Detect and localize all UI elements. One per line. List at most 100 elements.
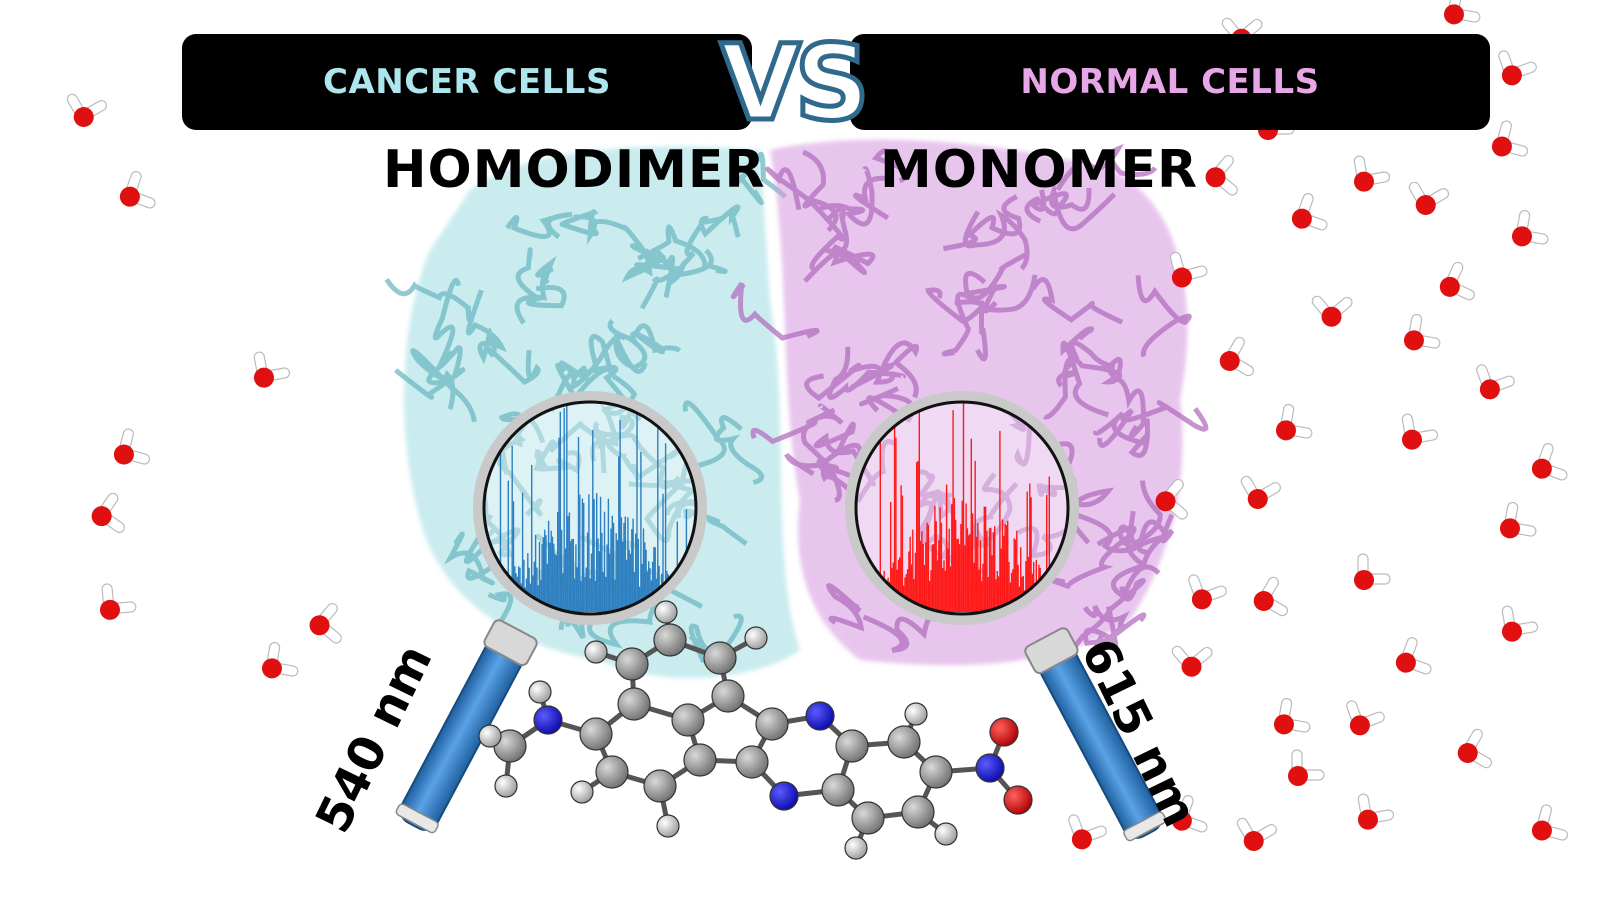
water-molecule — [1531, 443, 1568, 481]
water-molecule — [113, 428, 151, 465]
protein-ribbon — [463, 513, 513, 565]
fluorescent-probe-molecule — [478, 600, 1033, 860]
protein-ribbon — [826, 346, 906, 400]
oxygen-atom — [989, 717, 1019, 747]
protein-ribbon — [1024, 189, 1069, 224]
protein-ribbon — [858, 386, 916, 424]
water-molecule — [309, 602, 342, 644]
water-molecule — [1353, 155, 1391, 192]
water-molecule — [1443, 0, 1481, 25]
water-molecule — [1240, 475, 1282, 509]
protein-ribbon — [607, 318, 648, 374]
hydrogen-atom — [654, 600, 678, 624]
protein-ribbon — [666, 216, 714, 286]
protein-ribbon — [394, 345, 466, 400]
protein-ribbon — [1093, 411, 1151, 458]
magnifier-lens-left — [473, 391, 707, 625]
water-molecule — [1357, 793, 1395, 830]
protein-ribbon — [1042, 356, 1123, 420]
water-molecule — [1491, 120, 1529, 157]
protein-ribbon — [629, 323, 682, 355]
carbon-atom — [617, 687, 651, 721]
hydrogen-atom — [744, 626, 768, 650]
magnifier-lens-right — [845, 391, 1079, 625]
water-molecule — [1501, 605, 1539, 642]
protein-ribbon — [941, 270, 987, 357]
carbon-atom — [595, 755, 629, 789]
protein-ribbon — [1096, 519, 1171, 556]
protein-ribbon — [1082, 604, 1130, 650]
hydrogen-atom — [494, 774, 518, 798]
carbon-atom — [643, 769, 677, 803]
protein-ribbon — [1060, 326, 1110, 418]
water-molecule — [1531, 804, 1569, 841]
water-molecule — [1499, 501, 1537, 539]
water-molecule — [253, 351, 291, 388]
protein-ribbon — [1030, 277, 1124, 325]
protein-ribbon — [590, 374, 638, 462]
carbon-atom — [755, 707, 789, 741]
water-molecule — [1236, 817, 1278, 851]
water-molecule — [1253, 576, 1289, 617]
water-molecules — [66, 0, 1569, 851]
protein-ribbon — [598, 431, 682, 482]
carbon-atom — [671, 703, 705, 737]
protein-ribbon — [750, 403, 844, 445]
nitrogen-atom — [769, 781, 799, 811]
carbon-atom — [919, 755, 953, 789]
protein-ribbon — [730, 281, 820, 341]
carbon-atom — [821, 773, 855, 807]
protein-ribbon — [514, 255, 557, 325]
water-molecule — [1171, 645, 1213, 677]
water-molecule — [91, 492, 126, 533]
water-molecule — [1403, 313, 1441, 351]
protein-ribbon — [1117, 480, 1163, 548]
banner-cancer-cells: CANCER CELLS — [182, 34, 752, 130]
protein-ribbon — [515, 247, 567, 309]
protein-ribbon — [465, 289, 507, 365]
water-molecule — [66, 93, 108, 127]
water-molecule — [1275, 403, 1313, 441]
protein-ribbon — [804, 362, 896, 402]
water-molecule — [1354, 553, 1391, 590]
protein-ribbon — [802, 149, 846, 272]
oxygen-atom — [1003, 785, 1033, 815]
magnifier-handle-left — [395, 619, 538, 834]
water-molecule — [1273, 697, 1311, 735]
water-molecule — [1169, 251, 1208, 288]
protein-ribbon — [713, 415, 765, 485]
monomer-label: MONOMER — [880, 140, 1198, 200]
nitrogen-atom — [533, 705, 563, 735]
carbon-atom — [887, 725, 921, 759]
protein-ribbon — [813, 421, 877, 487]
protein-ribbon — [862, 614, 936, 653]
water-molecule — [99, 583, 137, 620]
water-molecule — [1219, 336, 1255, 377]
nitrogen-atom — [975, 753, 1005, 783]
protein-ribbon — [485, 335, 541, 386]
carbon-atom — [901, 795, 935, 829]
protein-ribbon — [850, 340, 920, 399]
protein-ribbon — [1135, 275, 1192, 358]
protein-ribbon — [637, 224, 728, 274]
magnifier-handle-right — [1024, 627, 1167, 842]
water-molecule — [1291, 193, 1328, 231]
water-molecule — [1476, 364, 1515, 400]
protein-ribbon — [1083, 606, 1147, 649]
protein-ribbon — [801, 407, 863, 477]
water-molecule — [1311, 295, 1353, 327]
protein-ribbon — [826, 583, 865, 632]
protein-ribbon — [1097, 400, 1209, 448]
carbon-atom — [683, 743, 717, 777]
hydrogen-atom — [528, 680, 552, 704]
protein-ribbon — [559, 209, 599, 245]
protein-ribbon — [922, 489, 951, 564]
homodimer-label: HOMODIMER — [383, 140, 766, 200]
water-molecule — [1457, 728, 1493, 769]
water-molecule — [1288, 749, 1325, 786]
carbon-atom — [579, 717, 613, 751]
protein-ribbon — [384, 277, 472, 322]
water-molecule — [1068, 814, 1107, 850]
carbon-atom — [735, 745, 769, 779]
